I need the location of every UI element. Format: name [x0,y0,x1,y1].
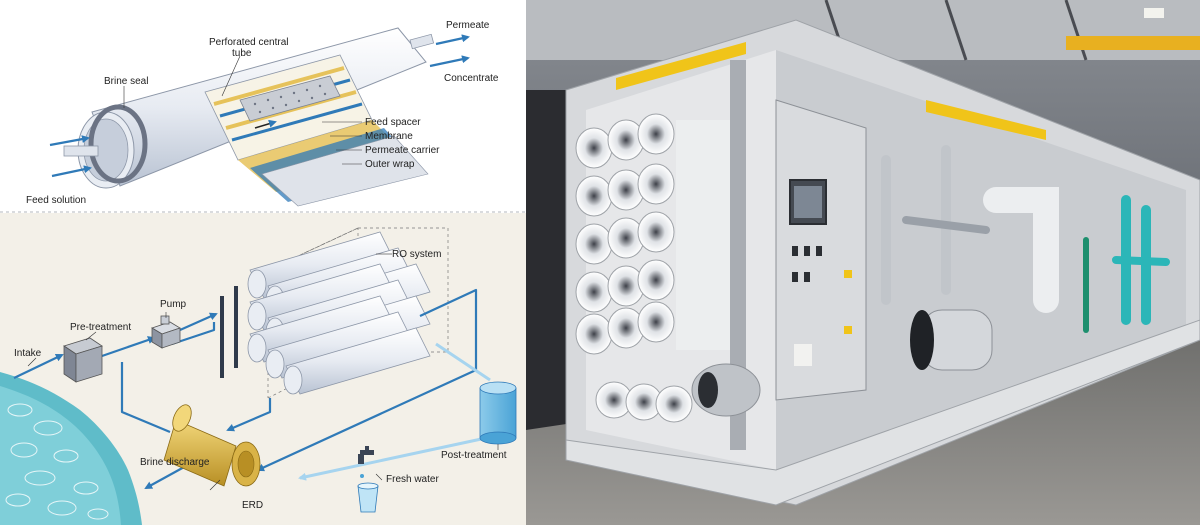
label-pre-treatment: Pre-treatment [70,322,131,333]
label-brine-seal: Brine seal [104,76,148,87]
label-permeate: Permeate [446,20,490,31]
pressure-vessels [575,113,736,423]
membrane-element-illustration [63,27,435,207]
label-pump: Pump [160,299,187,310]
water-glass-icon [357,482,379,513]
label-erd: ERD [242,500,263,511]
concentrate-arrow [429,55,470,68]
pre-treatment-unit [63,337,103,383]
fresh-water-tap [358,446,374,478]
pump-motor [691,309,993,417]
label-feed-solution: Feed solution [26,195,86,206]
ro-skid-photo [526,0,1200,525]
feed-arrow-upper [49,135,90,147]
label-membrane: Membrane [365,131,413,142]
plant-flow-lines [13,288,491,489]
label-ro-system: RO system [392,249,441,260]
label-intake: Intake [14,348,42,359]
feed-arrow-lower [51,165,92,178]
label-permeate-carrier: Permeate carrier [365,145,440,156]
label-post-treatment: Post-treatment [441,450,507,461]
ro-skid-photo-svg [526,0,1200,525]
piping [881,145,1170,333]
permeate-arrow [435,34,470,46]
membrane-leader-lines [123,55,362,165]
label-outer-wrap: Outer wrap [365,159,415,170]
label-feed-spacer: Feed spacer [365,117,421,128]
pump-unit [151,315,181,349]
sea-illustration [0,372,142,525]
erd-unit [163,404,261,487]
label-concentrate: Concentrate [444,73,499,84]
skid-base [565,319,1200,506]
plant-leader-lines [27,253,499,491]
ro-rack-illustration [220,231,431,395]
schematic-panel: Permeate Concentrate Perforated central … [0,0,526,525]
label-brine-discharge: Brine discharge [140,457,210,468]
cable-tray [730,60,746,450]
schematic-svg: Permeate Concentrate Perforated central … [0,0,526,525]
label-fresh-water: Fresh water [386,474,439,485]
control-panel [775,99,867,401]
label-perforated-tube-2: tube [232,48,252,59]
post-treatment-tank [479,381,517,445]
label-perforated-tube-1: Perforated central [209,37,289,48]
